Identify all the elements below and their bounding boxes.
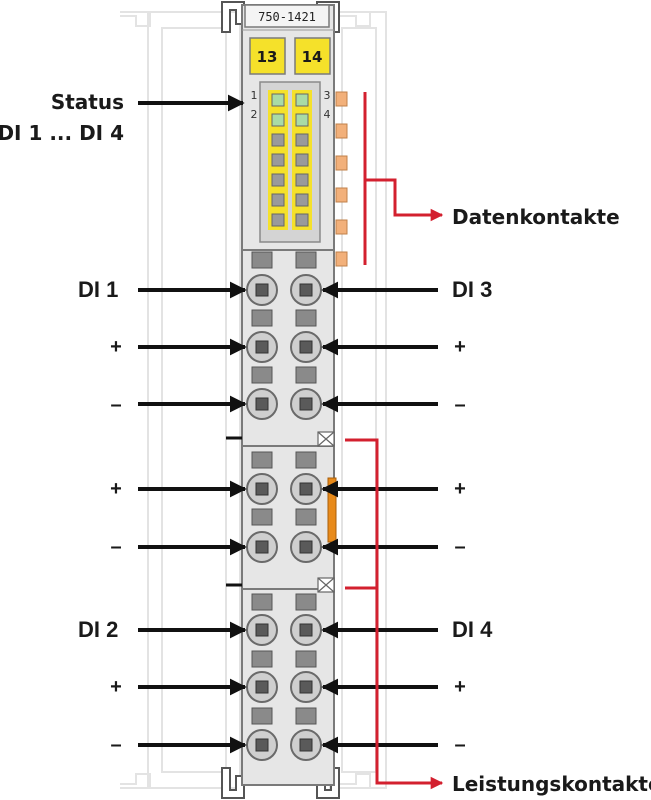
leistungskontakte-label: Leistungskontakte	[452, 772, 651, 796]
led-placeholder	[271, 153, 285, 167]
channel-number-13: 13	[257, 48, 278, 66]
leistungskontakte-bracket	[345, 438, 444, 790]
release-slot	[295, 707, 317, 725]
channel-number-14: 14	[302, 48, 323, 66]
release-slot	[251, 251, 273, 269]
status-led	[295, 93, 309, 107]
di3-label: DI 3	[452, 277, 492, 302]
data-contact	[335, 155, 348, 171]
clamp-opening	[299, 397, 313, 411]
release-slot	[295, 451, 317, 469]
led-placeholder	[295, 193, 309, 207]
data-contact	[335, 123, 348, 139]
left-minus-3: –	[110, 734, 121, 756]
right-minus-3: –	[454, 734, 465, 756]
clamp-opening	[255, 340, 269, 354]
clamp-opening	[299, 540, 313, 554]
release-slot	[251, 707, 273, 725]
led-placeholder	[295, 133, 309, 147]
led-number-4: 4	[324, 108, 331, 121]
led-placeholder	[271, 133, 285, 147]
led-number-1: 1	[251, 89, 258, 102]
right-minus-1: –	[454, 394, 465, 416]
clamp-opening	[299, 340, 313, 354]
clamp-opening	[255, 623, 269, 637]
clamp-opening	[299, 623, 313, 637]
right-plus-3: +	[454, 676, 466, 698]
clamp-opening	[255, 738, 269, 752]
data-contact	[335, 251, 348, 267]
data-contacts	[335, 91, 348, 267]
part-number-tab	[244, 4, 330, 28]
clamp-opening	[255, 680, 269, 694]
right-plus-2: +	[454, 478, 466, 500]
clamp-opening	[255, 540, 269, 554]
clamp-opening	[255, 397, 269, 411]
channel-label-13	[249, 37, 286, 75]
release-slot	[295, 251, 317, 269]
release-slot	[251, 366, 273, 384]
release-slot	[295, 593, 317, 611]
clamp-opening	[299, 283, 313, 297]
di2-label: DI 2	[78, 617, 118, 642]
release-slot	[251, 650, 273, 668]
di4-label: DI 4	[452, 617, 493, 642]
clamp-opening	[299, 680, 313, 694]
led-matrix	[268, 90, 312, 230]
neighbour-module-outline	[120, 11, 387, 789]
left-plus-3: +	[110, 676, 122, 698]
polarity-labels: + – + – + – + – + – + –	[110, 336, 466, 756]
divider-marks	[226, 431, 335, 593]
clamp-opening	[255, 283, 269, 297]
left-minus-2: –	[110, 536, 121, 558]
release-slot	[295, 508, 317, 526]
right-minus-2: –	[454, 536, 465, 558]
clamp-opening	[255, 482, 269, 496]
left-plus-1: +	[110, 336, 122, 358]
release-slot	[251, 508, 273, 526]
datenkontakte-label: Datenkontakte	[452, 205, 620, 229]
data-contact	[335, 219, 348, 235]
led-number-3: 3	[324, 89, 331, 102]
status-led	[295, 113, 309, 127]
clamp-opening	[299, 738, 313, 752]
clamp-opening	[299, 482, 313, 496]
right-plus-1: +	[454, 336, 466, 358]
release-slot	[251, 309, 273, 327]
release-slot	[251, 593, 273, 611]
led-placeholder	[295, 173, 309, 187]
led-placeholder	[271, 213, 285, 227]
data-contact	[335, 187, 348, 203]
status-led	[271, 93, 285, 107]
signal-arrows	[138, 94, 438, 754]
left-minus-1: –	[110, 394, 121, 416]
led-placeholder	[295, 153, 309, 167]
led-placeholder	[271, 173, 285, 187]
status-channels-label: DI 1 ... DI 4	[0, 121, 124, 145]
status-led	[271, 113, 285, 127]
part-number: 750-1421	[258, 10, 316, 24]
datenkontakte-bracket	[363, 92, 444, 265]
data-contact	[335, 91, 348, 107]
led-number-2: 2	[251, 108, 258, 121]
led-placeholder	[295, 213, 309, 227]
release-slot	[295, 366, 317, 384]
di1-label: DI 1	[78, 277, 118, 302]
release-slot	[295, 309, 317, 327]
channel-label-14	[294, 37, 331, 75]
release-slot	[251, 451, 273, 469]
terminal-block	[246, 251, 322, 761]
release-slot	[295, 650, 317, 668]
left-plus-2: +	[110, 478, 122, 500]
status-label: Status	[51, 90, 124, 114]
led-placeholder	[271, 193, 285, 207]
